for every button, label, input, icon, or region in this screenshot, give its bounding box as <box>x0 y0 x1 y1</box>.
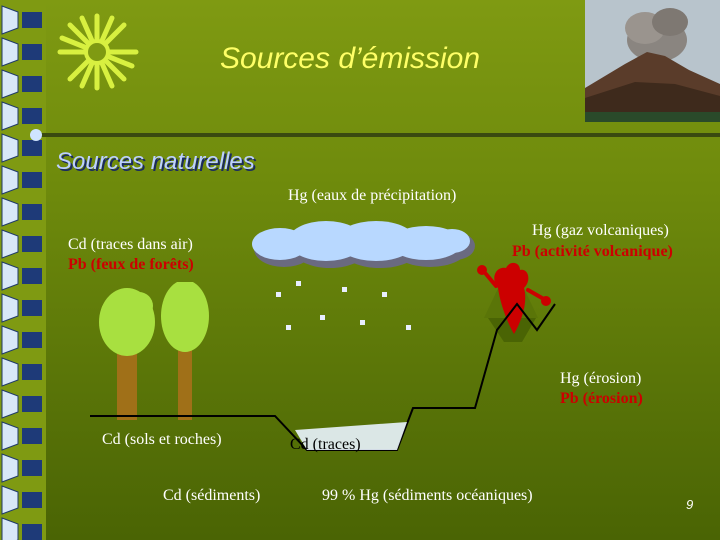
binding-bar <box>22 236 42 252</box>
label-pb-erosion: Pb (érosion) <box>560 390 643 408</box>
binding-bar <box>22 140 42 156</box>
binding-bar <box>22 428 42 444</box>
binding-bar <box>22 172 42 188</box>
slide-title: Sources d’émission <box>180 42 520 76</box>
binding-bar <box>22 332 42 348</box>
sun-icon <box>52 12 142 92</box>
label-pb-forest: Pb (feux de forêts) <box>68 256 194 274</box>
label-hg-oceanic: 99 % Hg (sédiments océaniques) <box>322 487 533 505</box>
binding-bar <box>22 524 42 540</box>
binding-bar <box>22 300 42 316</box>
label-hg-volcanic: Hg (gaz volcaniques) <box>532 222 669 240</box>
binding-bar <box>22 204 42 220</box>
binding-bar <box>22 44 42 60</box>
binding-strip <box>0 0 46 540</box>
section-subtitle: Sources naturelles <box>56 148 255 176</box>
label-hg-erosion: Hg (érosion) <box>560 370 641 388</box>
cloud-icon <box>250 216 480 272</box>
binding-bar <box>22 492 42 508</box>
binding-bar <box>22 460 42 476</box>
label-cd-air: Cd (traces dans air) <box>68 236 193 254</box>
binding-bar <box>22 364 42 380</box>
binding-bar <box>22 12 42 28</box>
label-cd-sediments: Cd (sédiments) <box>163 487 260 505</box>
binding-bar <box>22 396 42 412</box>
volcano-photo <box>585 0 720 122</box>
binding-bar <box>22 108 42 124</box>
label-cd-traces: Cd (traces) <box>290 436 361 454</box>
binding-bar <box>22 268 42 284</box>
page-number: 9 <box>686 497 693 512</box>
title-separator <box>28 128 720 142</box>
label-hg-precipitation: Hg (eaux de précipitation) <box>288 187 456 205</box>
binding-bar <box>22 76 42 92</box>
